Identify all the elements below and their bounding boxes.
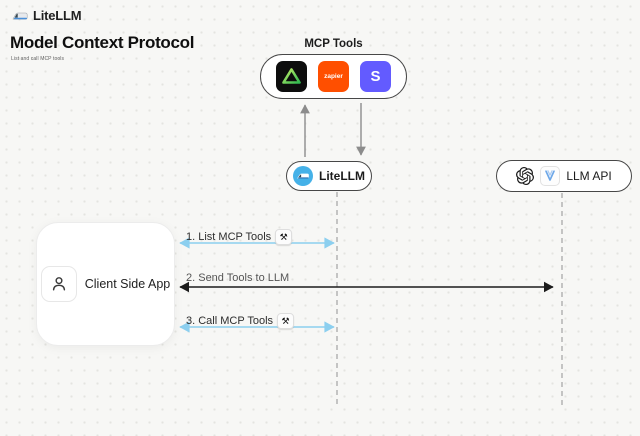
user-icon bbox=[40, 266, 77, 302]
step-3-text: 3. Call MCP Tools bbox=[186, 315, 274, 327]
llm-api-node-label: LLM API bbox=[566, 169, 612, 183]
zapier-icon: zapier bbox=[318, 61, 349, 92]
stripe-icon: S bbox=[360, 61, 391, 92]
llm-api-node: LLM API bbox=[496, 160, 632, 192]
green-triangle-tool-icon bbox=[276, 61, 307, 92]
stripe-letter: S bbox=[370, 68, 381, 85]
mcp-tools-label: MCP Tools bbox=[304, 38, 363, 50]
brand-logo: LiteLLM bbox=[12, 8, 82, 23]
litellm-node: LiteLLM bbox=[286, 161, 372, 191]
zapier-wordmark: zapier bbox=[324, 73, 343, 80]
tools-icon: ⚒ bbox=[275, 229, 293, 245]
client-side-app-node: Client Side App bbox=[36, 222, 175, 346]
step-2-label-row: 2. Send Tools to LLM bbox=[186, 272, 289, 284]
mcp-tools-container: zapier S bbox=[260, 54, 407, 99]
page-subtitle: List and call MCP tools bbox=[11, 56, 65, 62]
page-title: Model Context Protocol bbox=[10, 33, 195, 52]
step-3-label-row: 3. Call MCP Tools ⚒ bbox=[186, 313, 295, 329]
litellm-train-icon bbox=[12, 9, 28, 23]
brand-name: LiteLLM bbox=[33, 8, 82, 23]
llm-provider-icon bbox=[540, 166, 561, 186]
litellm-node-label: LiteLLM bbox=[319, 169, 365, 183]
step-2-text: 2. Send Tools to LLM bbox=[186, 272, 290, 284]
litellm-logo-icon bbox=[293, 166, 313, 186]
step-1-text: 1. List MCP Tools bbox=[186, 231, 272, 243]
openai-icon bbox=[516, 167, 535, 185]
client-node-label: Client Side App bbox=[84, 277, 171, 291]
tools-icon: ⚒ bbox=[277, 313, 295, 329]
step-1-label-row: 1. List MCP Tools ⚒ bbox=[186, 229, 293, 245]
